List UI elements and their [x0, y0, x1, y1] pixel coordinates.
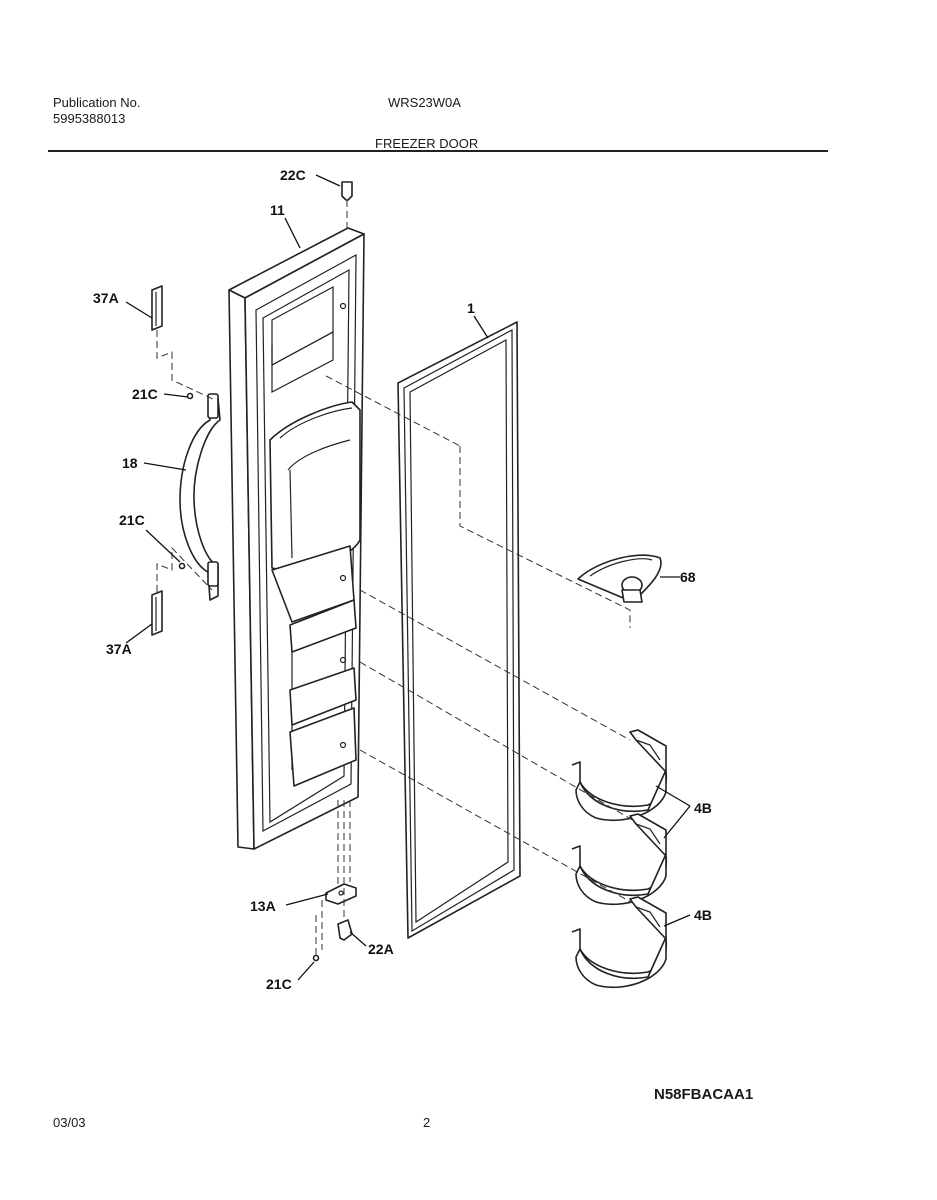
- callout-21C-bottom: 21C: [266, 976, 292, 992]
- door-bin-bottom: [571, 896, 668, 989]
- section-title: FREEZER DOOR: [375, 136, 479, 151]
- bottom-hinge-bracket: [325, 883, 357, 905]
- screw-small: [178, 392, 320, 962]
- handle-trim-bottom: [151, 590, 163, 636]
- callout-4B-bottom: 4B: [694, 907, 712, 923]
- door-handle: [179, 393, 221, 601]
- leader-lines: [125, 174, 691, 981]
- callout-68: 68: [680, 569, 696, 585]
- header-divider: [48, 150, 828, 152]
- top-hinge-pin: [341, 181, 353, 201]
- callout-11: 11: [270, 202, 285, 218]
- model-number: WRS23W0A: [388, 95, 461, 110]
- callout-37A-top: 37A: [93, 290, 119, 306]
- door-gasket: [397, 321, 521, 939]
- assembly-lines: [156, 200, 637, 955]
- callout-37A-bottom: 37A: [106, 641, 132, 657]
- callout-21C-top: 21C: [132, 386, 158, 402]
- callout-4B-top: 4B: [694, 800, 712, 816]
- handle-trim-top: [151, 285, 163, 331]
- callout-22A: 22A: [368, 941, 394, 957]
- callout-1: 1: [467, 300, 475, 316]
- page-number: 2: [423, 1115, 431, 1130]
- bottom-hinge-pin: [337, 919, 353, 941]
- footer-date: 03/03: [53, 1115, 86, 1130]
- door-bin-middle: [571, 813, 668, 906]
- callout-13A: 13A: [250, 898, 276, 914]
- callout-21C-mid: 21C: [119, 512, 145, 528]
- publication-label: Publication No.: [53, 95, 141, 110]
- callout-18: 18: [122, 455, 138, 471]
- freezer-door-panel: [228, 227, 365, 850]
- drawing-code: N58FBACAA1: [654, 1086, 754, 1103]
- door-bin-top: [571, 729, 668, 822]
- publication-number: 5995388013: [53, 111, 126, 126]
- callout-22C: 22C: [280, 167, 306, 183]
- ice-chute: [577, 554, 662, 603]
